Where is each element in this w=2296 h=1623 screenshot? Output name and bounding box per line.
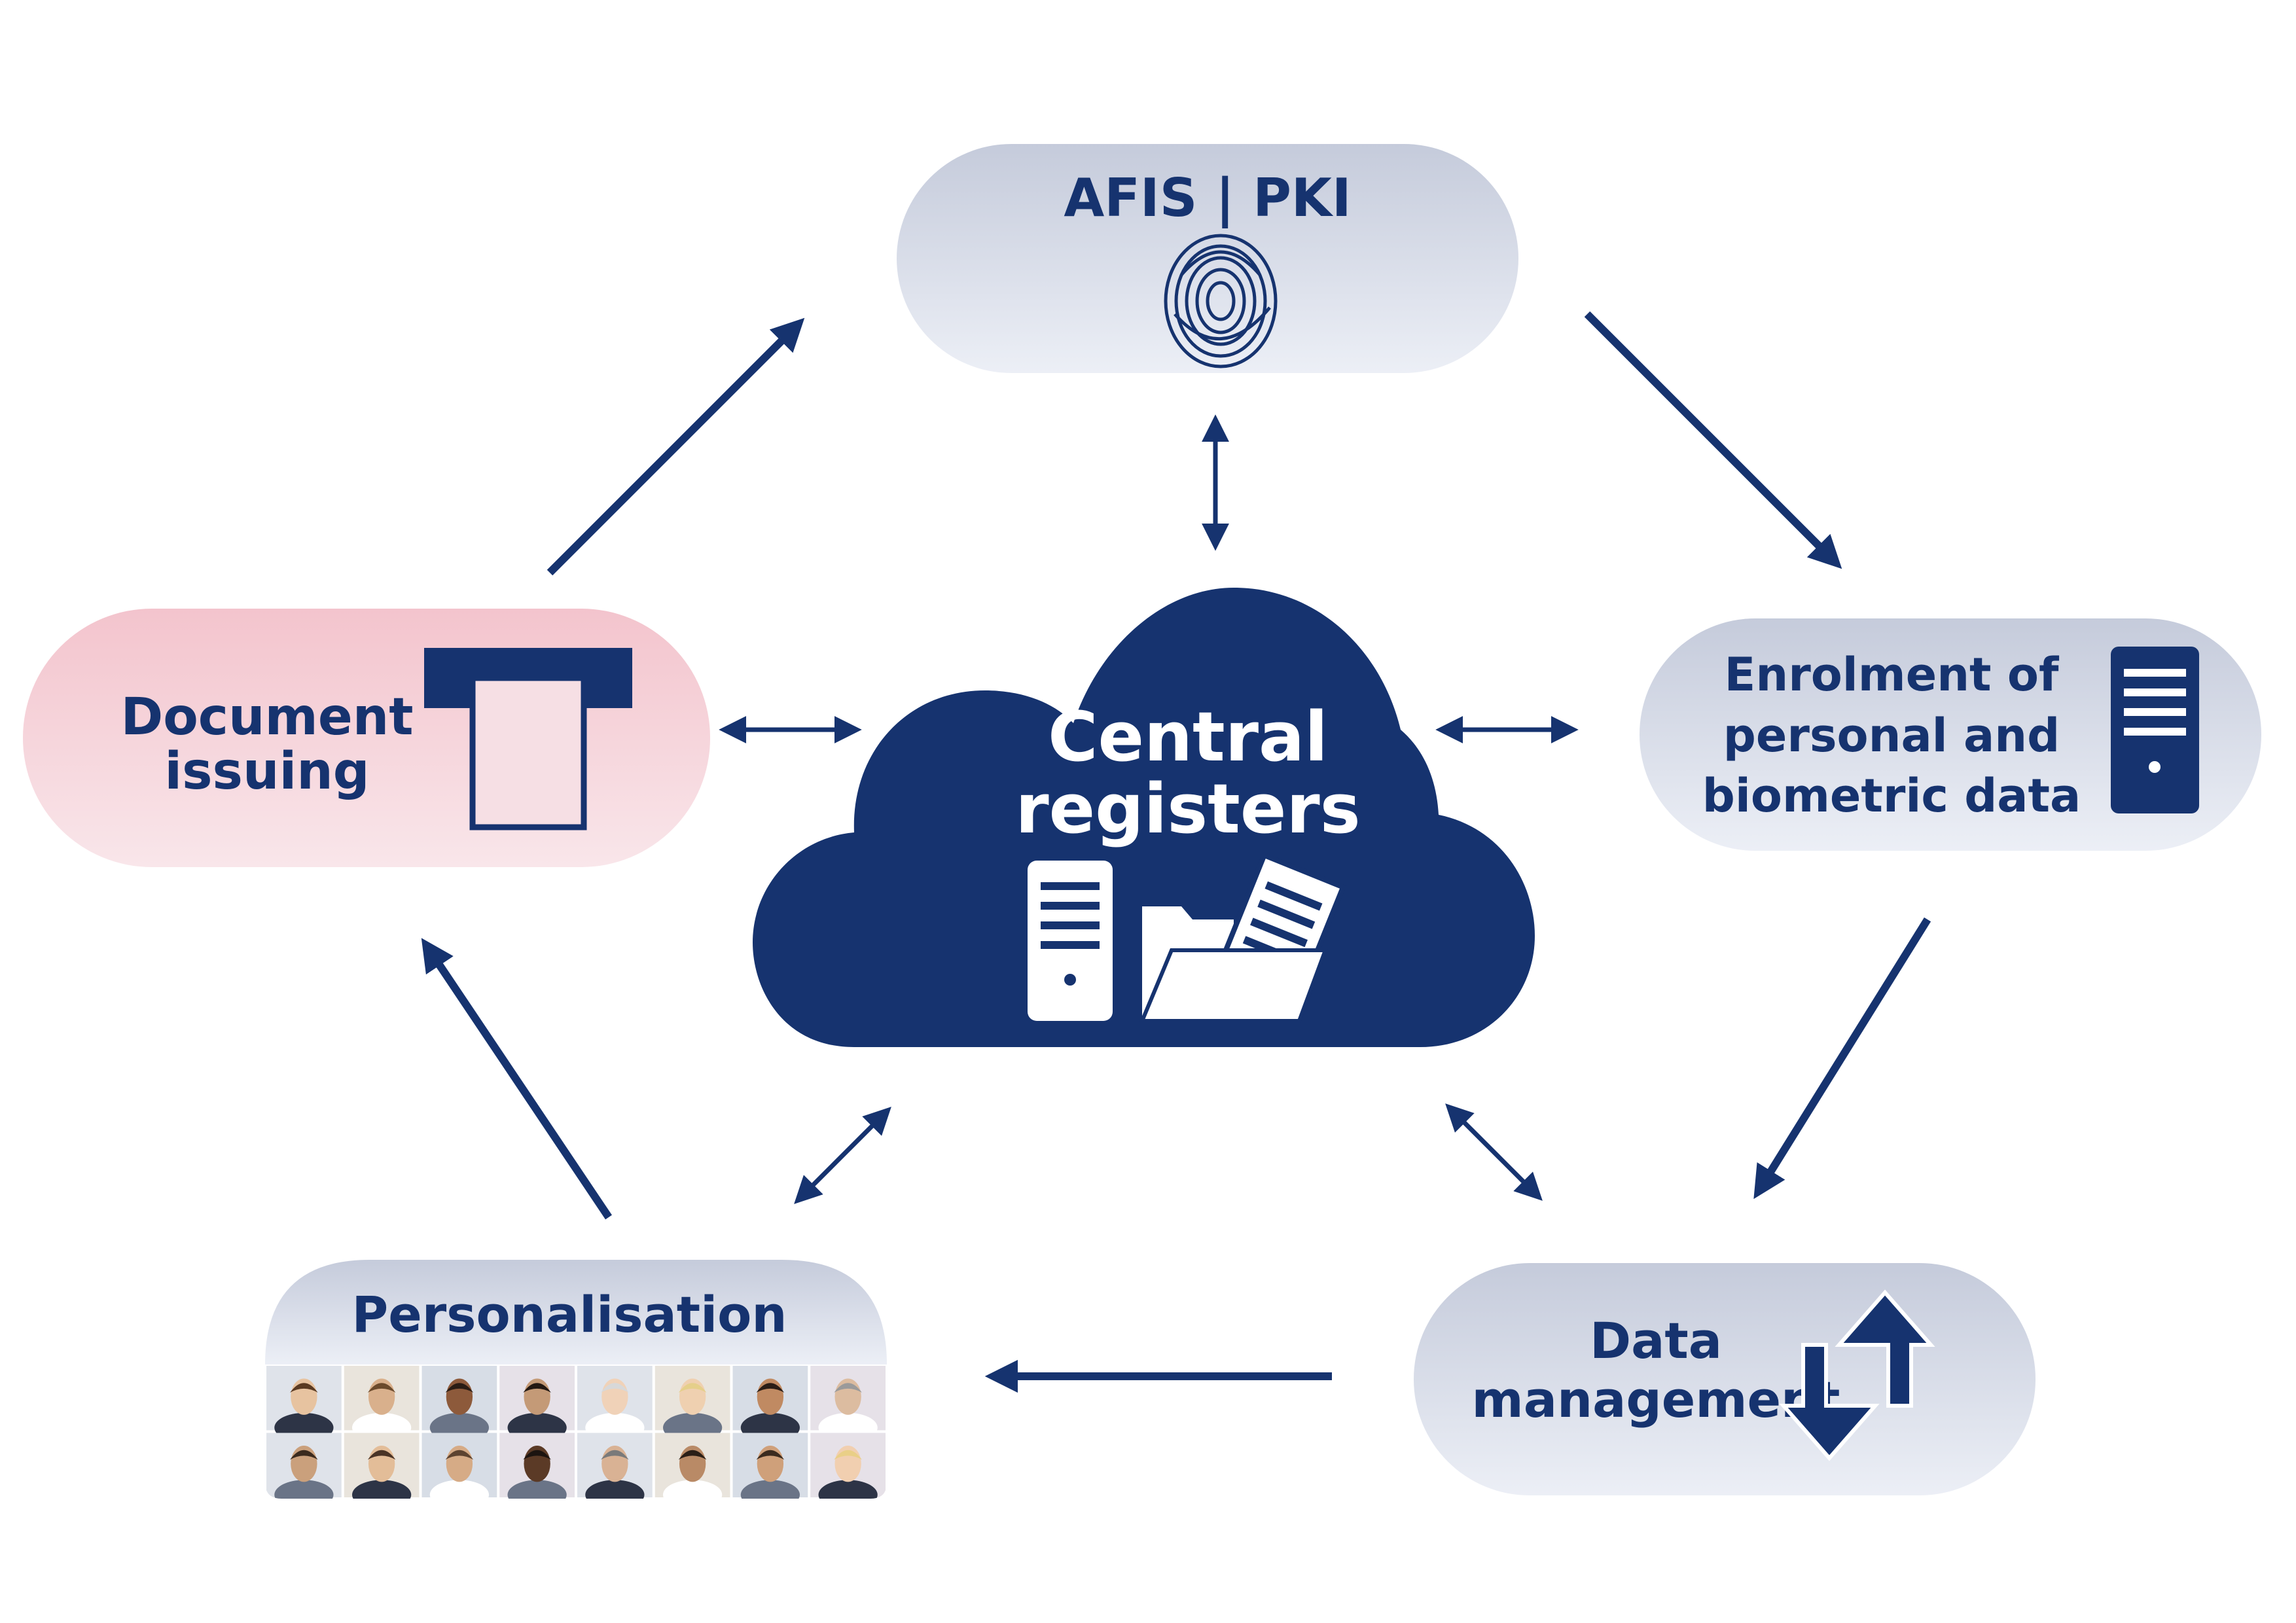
afis-pki-pill (897, 144, 1518, 373)
personalisation-node: Personalisation (265, 1260, 887, 1499)
up-down-arrows-icon (1779, 1289, 1935, 1461)
arrow-afis-to-enrolment (1584, 311, 1842, 569)
enrolment-line2: personal and (1723, 709, 2060, 762)
portrait-photo (577, 1366, 653, 1443)
document-issuing-node: Document issuing (23, 609, 710, 867)
document-issuing-slot-icon (424, 648, 632, 830)
central-title-line2: registers (1015, 769, 1360, 849)
fingerprint-icon (1164, 234, 1278, 368)
afis-pki-label: AFIS | PKI (1064, 168, 1351, 229)
central-title-line1: Central (1048, 697, 1328, 777)
personalisation-pill-top (265, 1260, 887, 1364)
central-registers-node: Central registers (753, 588, 1535, 1047)
central-links (719, 414, 1579, 1204)
enrolment-node: Enrolment of personal and biometric data (1640, 618, 2261, 851)
portrait-photo (499, 1366, 575, 1443)
arrow-enrolment-to-data-management (1753, 917, 1931, 1200)
portrait-photo (266, 1366, 342, 1443)
link-data-management-central (1445, 1103, 1543, 1201)
portrait-photo (344, 1366, 420, 1443)
enrolment-line1: Enrolment of (1725, 648, 2060, 702)
document-issuing-line1: Document (120, 688, 413, 747)
link-personalisation-central (794, 1107, 891, 1204)
portrait-photo (266, 1433, 342, 1499)
portrait-photo (344, 1433, 420, 1499)
data-management-line2: management (1472, 1370, 1840, 1429)
cloud-shape (753, 588, 1535, 1047)
data-management-node: Data management (1414, 1263, 2036, 1495)
portrait-photo (732, 1366, 808, 1443)
arrow-issuing-to-afis (547, 317, 805, 576)
document-issuing-line2: issuing (164, 742, 369, 801)
folder-document-icon (1139, 851, 1347, 1023)
personalisation-label: Personalisation (352, 1285, 787, 1344)
portrait-photo (422, 1433, 497, 1499)
portrait-photos (266, 1366, 886, 1499)
portrait-photo (499, 1433, 575, 1499)
server-icon (2111, 647, 2199, 813)
arrow-personalisation-to-issuing (421, 938, 612, 1220)
portrait-photo (810, 1433, 886, 1499)
portrait-photo (577, 1433, 653, 1499)
afis-pki-node: AFIS | PKI (897, 144, 1518, 373)
portrait-photo (655, 1433, 730, 1499)
portrait-photo (422, 1366, 497, 1443)
enrolment-pill (1640, 618, 2261, 851)
portrait-photo (655, 1366, 730, 1443)
data-management-line1: Data (1590, 1311, 1722, 1370)
portrait-photo (732, 1433, 808, 1499)
server-icon (1028, 861, 1113, 1021)
cycle-arrows (421, 311, 1931, 1393)
enrolment-line3: biometric data (1702, 769, 2081, 823)
portrait-photo (810, 1366, 886, 1443)
